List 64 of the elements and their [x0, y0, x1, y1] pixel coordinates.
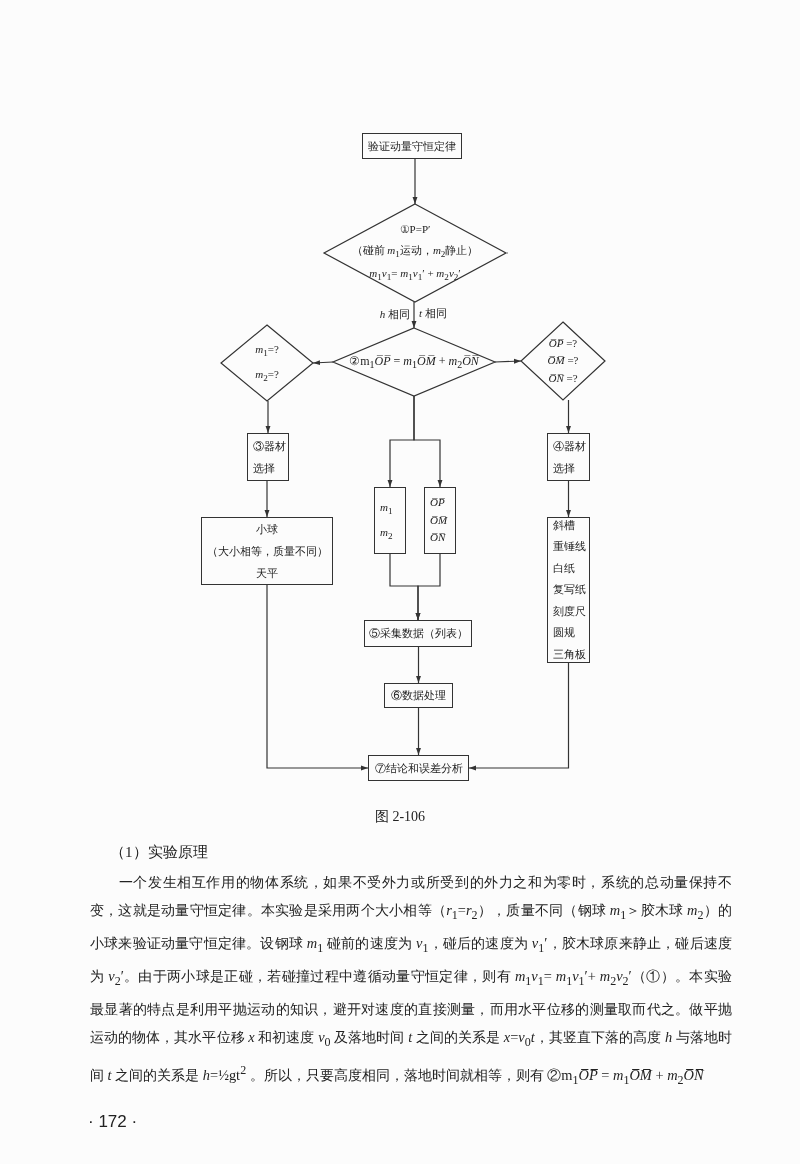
node-label: O̅P̅ — [430, 495, 445, 511]
annotation: t 相同 — [419, 306, 447, 321]
page-number: · 172 · — [88, 1112, 138, 1132]
node-label: m$_{1}$=? — [255, 342, 279, 361]
arrow — [312, 360, 334, 366]
node-label: ⑤采集数据（列表） — [368, 626, 468, 641]
node-label: m$_{1}$ — [380, 499, 393, 519]
node-label: O̅M̅ =? — [547, 353, 579, 369]
arrow — [412, 158, 418, 205]
node-label: ⑦结论和误差分析 — [374, 760, 463, 776]
node-label: O̅N̅ — [430, 530, 446, 546]
process-box — [362, 133, 462, 159]
arrow — [416, 707, 421, 756]
node-label: m$_{2}$ — [380, 524, 393, 543]
node-label: 天平 — [256, 566, 278, 581]
decision-diamond — [333, 328, 495, 396]
node-label: 复写纸 — [553, 582, 586, 598]
arrow — [266, 584, 369, 771]
figure-caption: 图 2-106 — [373, 808, 427, 826]
process-box — [201, 517, 333, 585]
node-label: 圆规 — [553, 625, 575, 641]
edge-label: h 相同 — [379, 307, 410, 322]
node-label: （碰前 m$_{1}$运动，m$_{2}$静止） — [351, 242, 479, 261]
node-label: 刻度尺 — [553, 603, 586, 619]
node-label: O̅P̅ =? — [548, 335, 578, 351]
arrow — [264, 480, 270, 518]
node-label: 三角板 — [553, 646, 586, 662]
node-label: m$_{1}$v$_{1}$= m$_{1}$v$_{1}$′ + m$_{2}$v$_{2}$′ — [369, 266, 461, 285]
process-box — [374, 487, 406, 554]
process-box — [368, 755, 469, 781]
node-label: O̅N̅ =? — [548, 370, 578, 386]
section-heading: （1）实验原理 — [110, 843, 208, 862]
arrow — [415, 553, 441, 621]
node-label: 重锤线 — [553, 539, 586, 555]
node-label: （大小相等，质量不同） — [206, 544, 328, 559]
process-box — [547, 433, 590, 481]
arrow — [468, 662, 570, 771]
decision-diamond — [221, 325, 313, 401]
process-box — [384, 683, 453, 708]
process-box — [364, 620, 472, 647]
node-label: ③器材选择 — [253, 439, 287, 476]
arrow — [566, 480, 571, 518]
node-label: 验证动量守恒定律 — [368, 138, 456, 154]
arrow — [265, 400, 271, 434]
arrow — [413, 395, 443, 488]
arrow — [566, 399, 571, 434]
process-box — [247, 433, 289, 481]
arrow — [411, 301, 417, 329]
node-label: ②m$_{1}$O̅P̅ = m$_{1}$O̅M̅ + m$_{2}$O̅N̅ — [349, 352, 479, 372]
decision-diamond — [521, 322, 605, 400]
node-label: ⑥数据处理 — [391, 688, 446, 703]
node-label: ④器材选择 — [553, 439, 587, 476]
node-label: 斜槽 — [553, 517, 575, 533]
body-paragraph: 一个发生相互作用的物体系统，如果不受外力或所受到的外力之和为零时，系统的总动量保持不变，这就是动量守恒定律。本实验是采用两个大小相等（r$_{1}$=r$_{2}$），质量不同（钢球 m$_{1}$＞胶木球 m$_{2}$）的小球来验证动量守恒定律。设钢球 m$_{1}$ 碰前的速度为 v$_{1}$，碰后的速度为 v$_{1}$′，胶木球原来静止，碰后速度为 v$_{2}$′。由于两小球是正碰，若碰撞过程中遵循动量守恒定律，则有 m$_{1}$v$_{1}$= m$_{1}$v$_{1}$′+ m$_{2}$v$_{2}$′（①）。本实验最显著的特点是利用平抛运动的知识，避开对速度的直接测量，而用水平位移的测量取而代之。做平抛运动的物体，其水平位移 x 和初速度 v$_{0}$ 及落地时间 t 之间的关系是 x=v$_{0}$t，其竖直下落的高度 h 与落地时间 t 之间的关系是 h=½gt$^{2}$ 。所以，只要高度相同，落地时间就相等，则有 ②m$_{1}$O̅P̅ = m$_{1}$O̅M̅ + m$_{2}$O̅N̅ — [90, 873, 732, 1089]
node-label: 白纸 — [553, 560, 575, 576]
arrow — [494, 358, 522, 364]
process-box — [547, 517, 590, 663]
process-box — [424, 487, 456, 554]
node-label: 小球 — [256, 522, 278, 537]
node-label: m$_{2}$=? — [255, 367, 279, 386]
arrow — [416, 646, 421, 684]
decision-diamond — [324, 204, 506, 302]
node-label: O̅M̅ — [430, 512, 448, 528]
node-label: ①P=P′ — [399, 221, 431, 237]
